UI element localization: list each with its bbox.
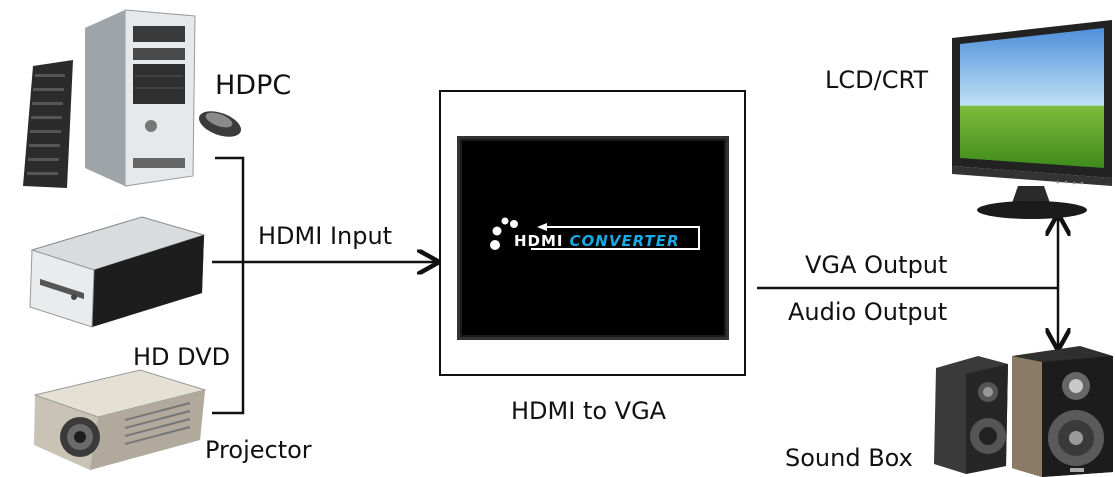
converter-caption: HDMI to VGA: [511, 397, 667, 425]
hdpc-computer-icon: [23, 9, 242, 188]
speakers-icon: [934, 346, 1113, 477]
converter-logo-icon: [490, 217, 700, 250]
hdpc-label: HDPC: [215, 70, 292, 101]
sound-box-label: Sound Box: [785, 444, 913, 472]
vga-output-label: VGA Output: [805, 251, 948, 279]
projector-icon: [33, 369, 207, 470]
converter-logo-text: HDMI CONVERTER: [514, 232, 680, 250]
projector-label: Projector: [205, 436, 312, 464]
hdmi-input-label: HDMI Input: [258, 222, 393, 250]
converter-device: [457, 136, 729, 340]
audio-output-label: Audio Output: [788, 298, 948, 326]
lcd-monitor-icon: [952, 20, 1112, 219]
hdpc-line: [212, 156, 245, 415]
logo-word-hdmi: HDMI: [514, 232, 564, 250]
hd-dvd-label: HD DVD: [133, 343, 231, 371]
logo-word-converter: CONVERTER: [569, 232, 680, 250]
lcd-crt-label: LCD/CRT: [825, 66, 929, 94]
hd-dvd-player-icon: [29, 215, 206, 328]
